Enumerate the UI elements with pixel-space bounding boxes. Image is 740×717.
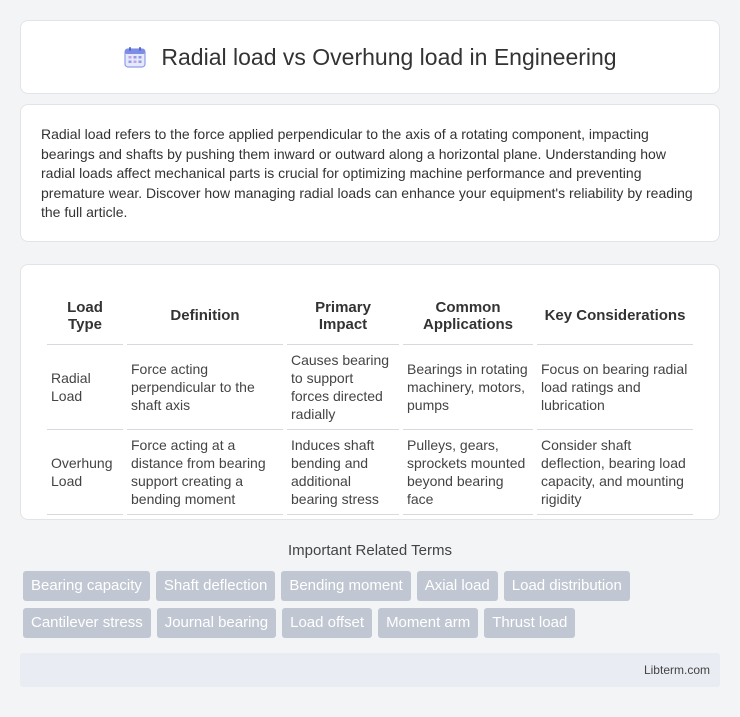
comparison-table: Load Type Definition Primary Impact Comm… (43, 285, 697, 515)
term-tag[interactable]: Cantilever stress (23, 608, 151, 638)
table-cell: Consider shaft deflection, bearing load … (537, 430, 693, 515)
term-tag[interactable]: Journal bearing (156, 608, 277, 638)
column-header: Primary Impact (287, 285, 399, 345)
table-cell: Pulleys, gears, sprockets mounted beyond… (403, 430, 533, 515)
footer-brand-link[interactable]: Libterm.com (643, 663, 710, 677)
table-cell: Force acting at a distance from bearing … (127, 430, 283, 515)
intro-text: Radial load refers to the force applied … (41, 126, 693, 221)
table-cell: Induces shaft bending and additional bea… (287, 430, 399, 515)
column-header: Definition (127, 285, 283, 345)
footer: Libterm.com (20, 653, 720, 687)
table-cell: Overhung Load (47, 430, 123, 515)
related-terms: Important Related Terms Bearing capacity… (20, 542, 720, 638)
table-cell: Bearings in rotating machinery, motors, … (403, 345, 533, 430)
page: Radial load vs Overhung load in Engineer… (20, 20, 720, 687)
column-header: Key Considerations (537, 285, 693, 345)
table-cell: Radial Load (47, 345, 123, 430)
calendar-icon (124, 47, 147, 68)
title-card: Radial load vs Overhung load in Engineer… (20, 20, 720, 94)
table-row: Radial Load Force acting perpendicular t… (47, 345, 693, 430)
term-tag[interactable]: Thrust load (484, 608, 576, 638)
term-tag[interactable]: Axial load (416, 571, 498, 601)
table-cell: Causes bearing to support forces directe… (287, 345, 399, 430)
column-header: Common Applications (403, 285, 533, 345)
term-tags: Bearing capacity Shaft deflection Bendin… (20, 571, 720, 638)
term-tag[interactable]: Load offset (282, 608, 373, 638)
page-title: Radial load vs Overhung load in Engineer… (161, 43, 617, 70)
term-tag[interactable]: Bearing capacity (23, 571, 150, 601)
term-tag[interactable]: Moment arm (378, 608, 479, 638)
related-terms-heading: Important Related Terms (288, 542, 452, 559)
comparison-table-card: Load Type Definition Primary Impact Comm… (20, 264, 720, 520)
column-header: Load Type (47, 285, 123, 345)
table-header-row: Load Type Definition Primary Impact Comm… (47, 285, 693, 345)
table-row: Overhung Load Force acting at a distance… (47, 430, 693, 515)
term-tag[interactable]: Shaft deflection (155, 571, 276, 601)
table-cell: Focus on bearing radial load ratings and… (537, 345, 693, 430)
term-tag[interactable]: Load distribution (503, 571, 630, 601)
intro-card: Radial load refers to the force applied … (20, 104, 720, 242)
term-tag[interactable]: Bending moment (281, 571, 411, 601)
table-cell: Force acting perpendicular to the shaft … (127, 345, 283, 430)
